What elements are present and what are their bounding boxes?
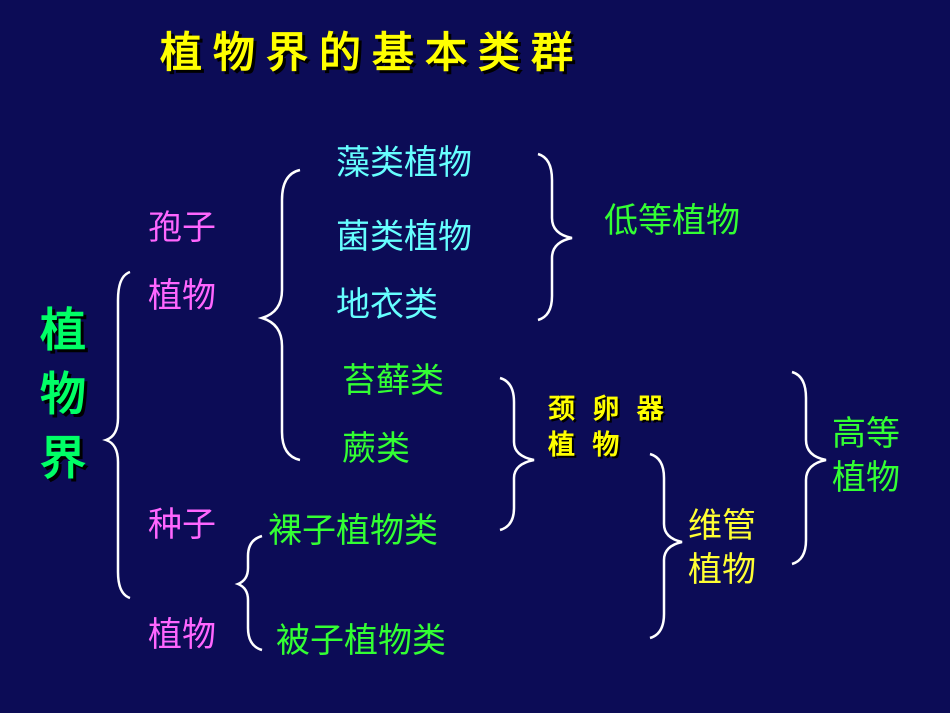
ferns-label: 蕨类 xyxy=(342,429,410,469)
fungi-label: 菌类植物 xyxy=(336,217,472,257)
archegoniate-line-1: 颈 卵 器 xyxy=(548,394,668,425)
angiosperms-label: 被子植物类 xyxy=(276,621,446,661)
root-char-2: 物 xyxy=(40,367,86,421)
seed-plants-line-2: 植物 xyxy=(148,615,216,655)
gymnosperms-label: 裸子植物类 xyxy=(268,511,438,551)
lichens-label: 地衣类 xyxy=(336,285,438,325)
higher-line-1: 高等 xyxy=(832,414,900,454)
lower-plants-label: 低等植物 xyxy=(604,201,740,241)
spore-plants-line-1: 孢子 xyxy=(148,208,216,248)
higher-line-2: 植物 xyxy=(832,458,900,498)
vascular-plants-label: 维管 植物 xyxy=(688,504,756,592)
brace-archegoniate xyxy=(499,376,535,532)
root-char-3: 界 xyxy=(40,431,86,485)
vascular-line-2: 植物 xyxy=(688,550,756,590)
brace-vascular xyxy=(649,452,683,640)
vascular-line-1: 维管 xyxy=(688,506,756,546)
root-label-plant-kingdom: 植 物 界 xyxy=(40,298,86,490)
brace-lower-plants xyxy=(537,152,573,322)
archegoniate-line-2: 植 物 xyxy=(548,430,624,462)
brace-spore-plants xyxy=(257,168,301,462)
algae-label: 藻类植物 xyxy=(336,143,472,183)
slide-title: 植物界的基本类群 xyxy=(160,28,585,77)
higher-plants-label: 高等 植物 xyxy=(832,412,900,500)
spore-plants-label: 孢子 植物 xyxy=(148,194,216,330)
seed-plants-line-1: 种子 xyxy=(148,505,216,545)
brace-seed-plants xyxy=(234,534,263,652)
brace-higher-plants xyxy=(791,370,827,566)
archegoniate-plants-label: 颈 卵 器 植 物 xyxy=(548,392,668,465)
spore-plants-line-2: 植物 xyxy=(148,276,216,316)
brace-root xyxy=(102,270,131,600)
mosses-label: 苔藓类 xyxy=(342,361,444,401)
root-char-1: 植 xyxy=(40,303,86,357)
